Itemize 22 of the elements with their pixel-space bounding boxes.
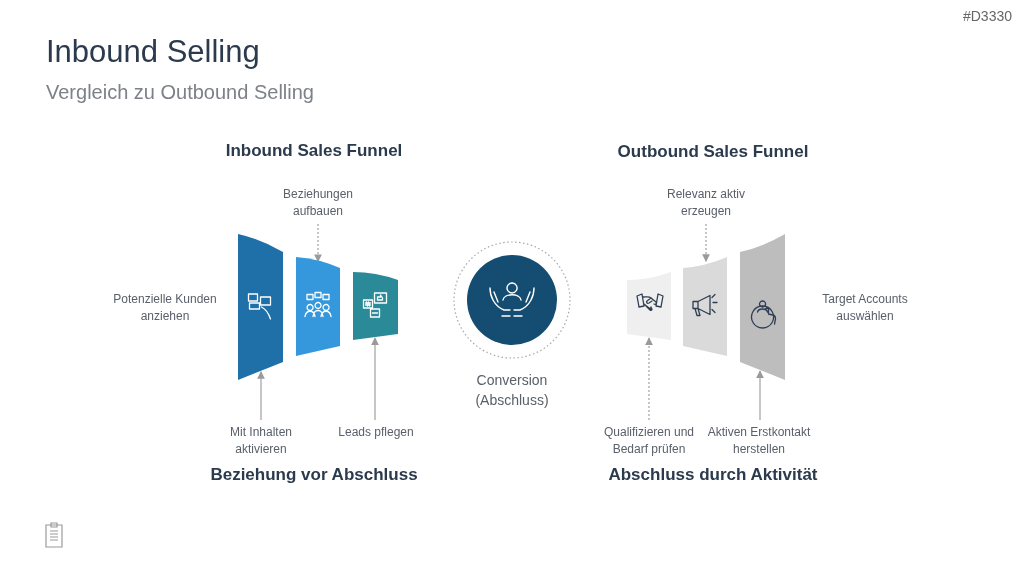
node-caption: Conversion (Abschluss): [474, 371, 550, 410]
step-label: Leads pflegen: [326, 424, 426, 441]
step-label: Relevanz aktiv erzeugen: [656, 186, 756, 220]
step-label: Mit Inhalten aktivieren: [211, 424, 311, 458]
slide-number: #D3330: [962, 8, 1012, 24]
step-label: Target Accounts auswählen: [821, 291, 909, 325]
arrow: [702, 223, 710, 263]
page-title: Inbound Selling: [46, 34, 260, 70]
arrow: [756, 370, 764, 421]
step-label: Aktiven Erstkontakt herstellen: [704, 424, 814, 458]
page-subtitle: Vergleich zu Outbound Selling: [46, 81, 314, 104]
step-label: Potenzielle Kunden anziehen: [112, 291, 218, 325]
section-summary: Beziehung vor Abschluss: [209, 465, 419, 485]
step-label: Beziehungen aufbauen: [268, 186, 368, 220]
step-label: Qualifizieren und Bedarf prüfen: [594, 424, 704, 458]
arrow: [645, 337, 653, 421]
arrow: [314, 223, 322, 263]
section-heading: Outbound Sales Funnel: [616, 142, 810, 162]
section-heading: Inbound Sales Funnel: [224, 141, 404, 161]
arrow: [371, 337, 379, 421]
section-summary: Abschluss durch Aktivität: [607, 465, 819, 485]
arrow: [257, 371, 265, 421]
